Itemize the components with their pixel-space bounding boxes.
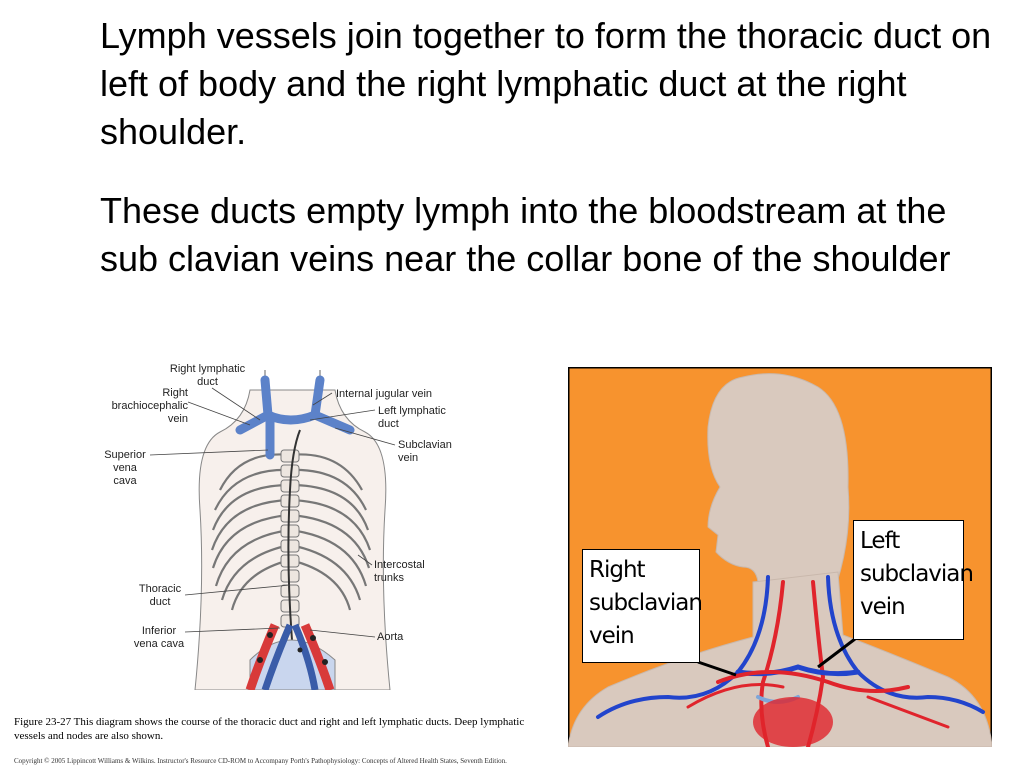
callout-right-subclavian-vein: Right subclavian vein <box>582 549 703 663</box>
callout-line: Left <box>860 528 900 554</box>
label-internal-jugular-vein: Internal jugular vein <box>336 388 433 400</box>
label-thoracic-duct: Thoracic duct <box>130 583 190 609</box>
label-line: Subclavian <box>398 439 452 451</box>
label-line: brachiocephalic <box>111 400 188 412</box>
thorax-illustration <box>149 370 396 690</box>
label-line: cava <box>113 475 137 487</box>
label-line: Superior <box>104 449 146 461</box>
label-aorta: Aorta <box>377 631 404 643</box>
label-line: Intercostal <box>374 559 425 571</box>
copyright-notice: Copyright © 2005 Lippincott Williams & W… <box>14 757 507 765</box>
label-line: vein <box>167 413 188 425</box>
paragraph-thoracic-duct: Lymph vessels join together to form the … <box>100 15 992 152</box>
paragraph-subclavian-veins: These ducts empty lymph into the bloodst… <box>100 190 951 279</box>
label-right-lymphatic-duct: Right lymphatic duct <box>160 363 255 389</box>
callout-left-subclavian-vein: Left subclavian vein <box>853 520 974 640</box>
label-subclavian-vein: Subclavian vein <box>398 439 478 465</box>
label-line: vena <box>113 462 137 474</box>
label-superior-vena-cava: Superior vena cava <box>100 449 150 488</box>
label-intercostal-trunks: Intercostal trunks <box>374 559 454 585</box>
label-line: vein <box>398 452 419 464</box>
label-inferior-vena-cava: Inferior vena cava <box>126 625 192 651</box>
label-right-brachiocephalic-vein: Right brachiocephalic vein <box>100 387 188 426</box>
label-line: Inferior <box>141 625 177 637</box>
label-line: duct <box>378 418 399 430</box>
label-line: Right <box>162 387 188 399</box>
label-line: Thoracic <box>138 583 182 595</box>
label-line: vena cava <box>133 638 185 650</box>
label-line: trunks <box>374 572 404 584</box>
label-left-lymphatic-duct: Left lymphatic duct <box>378 405 478 431</box>
label-line: Right lymphatic <box>169 363 246 375</box>
callout-line: subclavian <box>860 561 974 587</box>
label-line: duct <box>197 376 218 388</box>
callout-line: vein <box>860 594 906 620</box>
callout-line: Right <box>589 557 646 583</box>
figure-caption: Figure 23-27 This diagram shows the cour… <box>14 716 525 742</box>
label-line: duct <box>149 596 171 608</box>
label-line: Left lymphatic <box>378 405 446 417</box>
subclavian-veins-illustration: Right subclavian vein Left subclavian ve… <box>568 367 992 747</box>
callout-line: vein <box>589 623 635 649</box>
callout-line: subclavian <box>589 590 703 616</box>
lymphatic-ducts-diagram: Right lymphatic duct Right brachiocephal… <box>100 360 560 690</box>
